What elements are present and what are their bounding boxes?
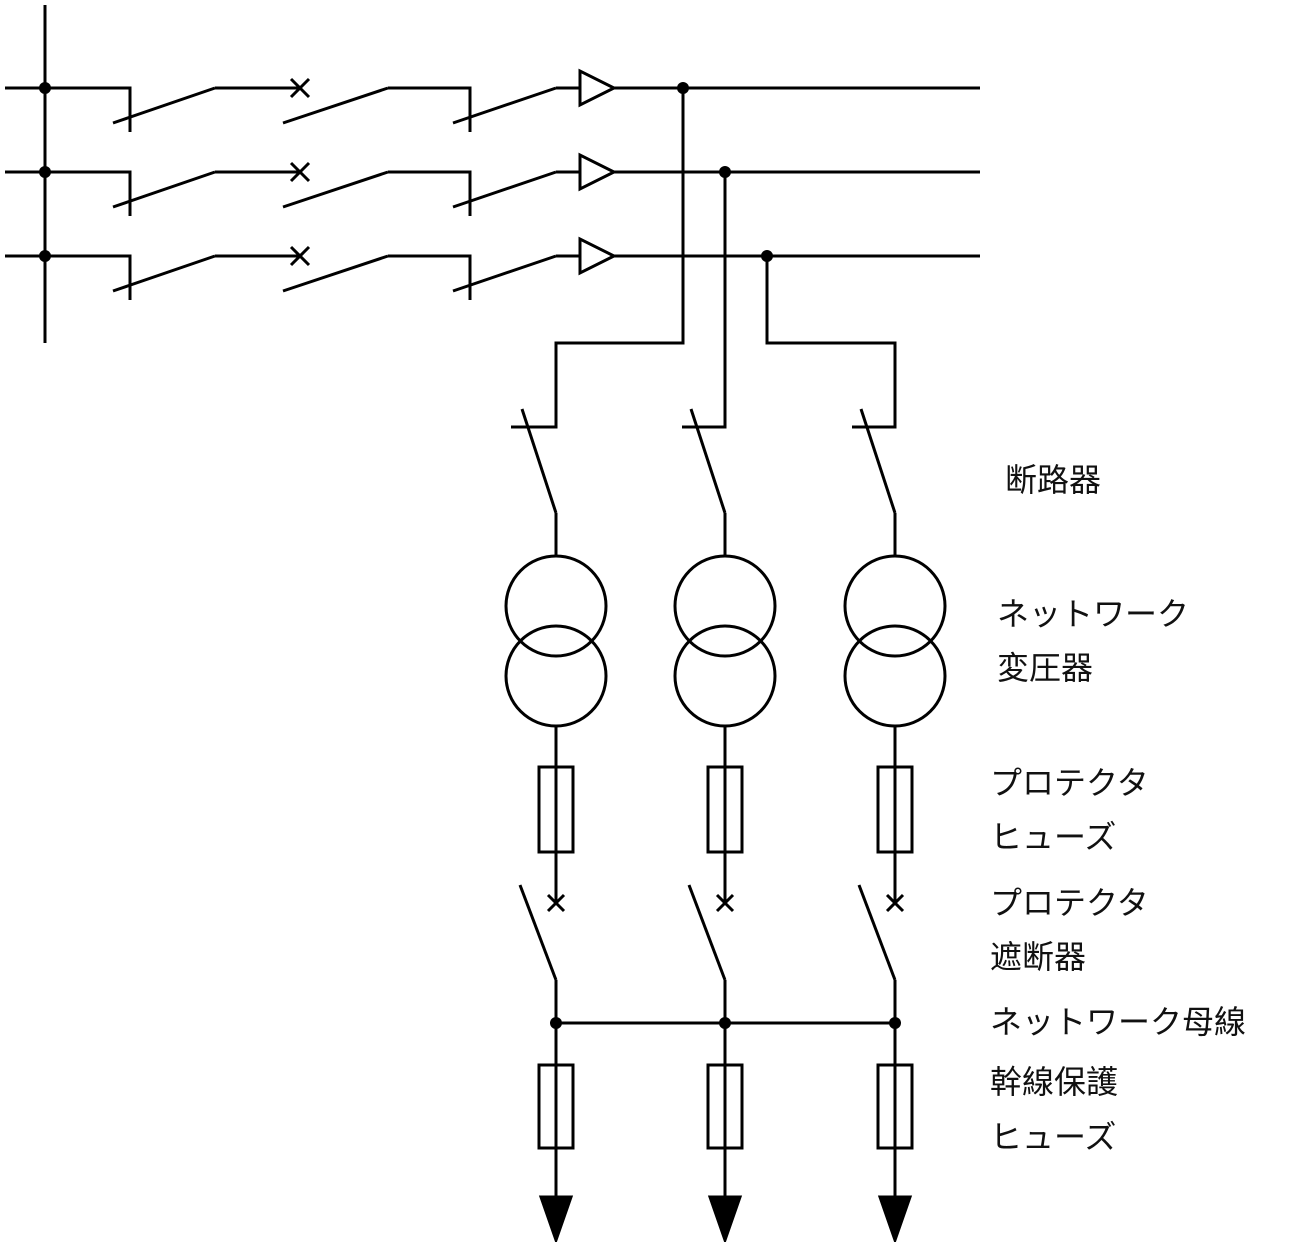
label-network-transformer-2: 変圧器	[997, 649, 1094, 687]
disconnect-switch-blade	[452, 86, 557, 125]
disconnect-switch-blade	[112, 254, 216, 293]
x-mark	[289, 245, 311, 267]
label-network-transformer-1: ネットワーク	[997, 595, 1190, 633]
x-mark	[289, 77, 311, 99]
protector-breaker-blade	[518, 884, 558, 981]
label-breaker: 断路器	[1005, 461, 1102, 499]
x-mark	[546, 893, 566, 913]
tap-wire	[682, 172, 727, 429]
transformer-coil	[843, 554, 947, 658]
breaker-blade	[282, 254, 389, 293]
label-protector-fuse-2: ヒューズ	[990, 818, 1117, 856]
load-arrow	[707, 1195, 743, 1242]
breaker-blade	[282, 86, 389, 125]
x-mark	[885, 893, 905, 913]
load-arrow	[877, 1195, 913, 1242]
disconnect-switch-blade	[112, 86, 216, 125]
label-protector-breaker-2: 遮断器	[990, 938, 1087, 976]
label-protector-fuse-1: プロテクタ	[990, 764, 1149, 802]
x-mark	[289, 161, 311, 183]
disconnect-switch-blade	[452, 254, 557, 293]
wire	[5, 170, 132, 216]
label-trunk-fuse-2: ヒューズ	[990, 1118, 1117, 1156]
protector-breaker-blade	[687, 884, 727, 981]
label-trunk-fuse-1: 幹線保護	[990, 1063, 1119, 1101]
breaker-blade	[282, 170, 389, 209]
wire	[388, 254, 472, 300]
transformer-coil	[673, 554, 777, 658]
breaker-blade	[520, 408, 558, 514]
protector-breaker-blade	[857, 884, 897, 981]
tap-wire	[765, 256, 897, 429]
load-arrow	[538, 1195, 574, 1242]
breaker-blade	[859, 408, 897, 514]
wire	[388, 86, 472, 132]
transformer-coil	[843, 624, 947, 728]
wire	[388, 170, 472, 216]
label-network-bus: ネットワーク母線	[990, 1003, 1247, 1041]
x-mark	[715, 893, 735, 913]
wire	[5, 86, 132, 132]
triangle-symbol	[578, 236, 618, 276]
tap-wire	[511, 88, 685, 429]
triangle-symbol	[578, 68, 618, 108]
wire	[5, 254, 132, 300]
breaker-blade	[689, 408, 727, 514]
transformer-coil	[673, 624, 777, 728]
label-protector-breaker-1: プロテクタ	[990, 884, 1149, 922]
triangle-symbol	[578, 152, 618, 192]
transformer-coil	[504, 554, 608, 658]
disconnect-switch-blade	[112, 170, 216, 209]
transformer-coil	[504, 624, 608, 728]
disconnect-switch-blade	[452, 170, 557, 209]
